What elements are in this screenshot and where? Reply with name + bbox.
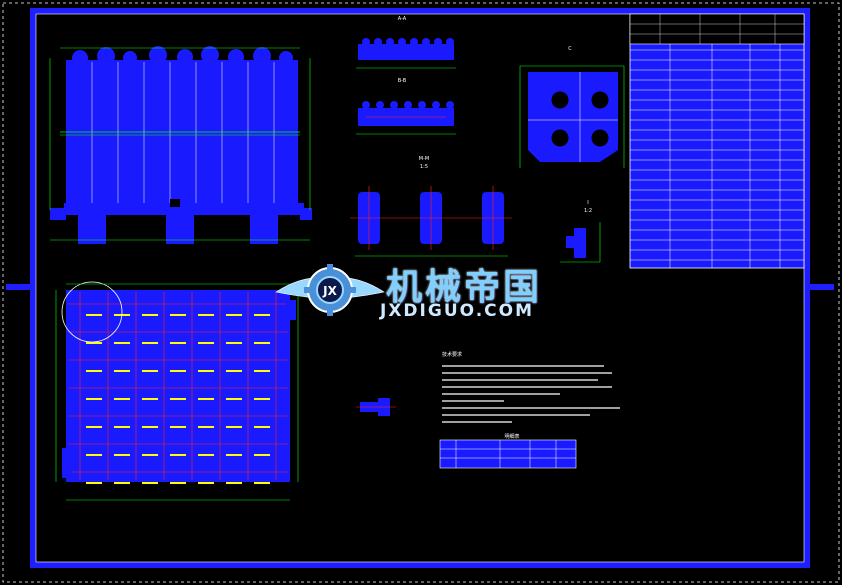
plan-hatch-mark	[86, 398, 102, 400]
plan-hatch-mark	[254, 342, 270, 344]
plan-hatch-mark	[226, 398, 242, 400]
plan-hatch-mark	[142, 342, 158, 344]
plan-hatch-mark	[254, 314, 270, 316]
plan-hatch-mark	[254, 398, 270, 400]
front-view	[49, 46, 312, 244]
plan-hatch-mark	[226, 342, 242, 344]
plan-hatch-mark	[86, 370, 102, 372]
title-block	[629, 13, 805, 269]
section-view-b: B-B	[356, 78, 456, 135]
plan-hatch-mark	[142, 482, 158, 484]
bolt-detail	[356, 398, 396, 416]
plan-hatch-mark	[226, 314, 242, 316]
plan-hatch-mark	[142, 454, 158, 456]
plan-hatch-mark	[226, 454, 242, 456]
plan-hatch-mark	[198, 398, 214, 400]
plan-hatch-mark	[170, 426, 186, 428]
plan-hatch-mark	[114, 482, 130, 484]
plan-hatch-mark	[254, 482, 270, 484]
plan-hatch-mark	[226, 370, 242, 372]
gear-icon	[304, 264, 356, 316]
side-markers	[6, 284, 834, 290]
plan-hatch-mark	[254, 454, 270, 456]
detail-i-scale: 1:2	[584, 208, 592, 214]
plan-hatch-mark	[170, 454, 186, 456]
detail-view-i: I 1:2	[560, 200, 601, 263]
svg-text:JX: JX	[322, 284, 337, 298]
plan-hatch-mark	[114, 398, 130, 400]
section-m-scale: 1:5	[420, 164, 428, 170]
plan-hatch-mark	[198, 370, 214, 372]
plan-hatch-mark	[170, 482, 186, 484]
plan-hatch-mark	[86, 454, 102, 456]
notes-heading: 技术要求	[442, 351, 462, 358]
plan-hatch-mark	[114, 370, 130, 372]
plan-hatch-mark	[142, 398, 158, 400]
section-b-label: B-B	[398, 78, 407, 84]
drawing-frame	[30, 8, 810, 568]
plan-hatch-mark	[86, 342, 102, 344]
plan-hatch-mark	[226, 426, 242, 428]
plan-hatch-mark	[198, 454, 214, 456]
plan-hatch-mark	[198, 482, 214, 484]
technical-notes: 技术要求	[442, 351, 620, 423]
plan-hatch-mark	[226, 482, 242, 484]
plan-hatch-mark	[198, 426, 214, 428]
plan-hatch-mark	[142, 314, 158, 316]
plan-hatch-mark	[86, 314, 102, 316]
watermark-english: JXDIGUO.COM	[380, 301, 535, 321]
plan-hatch-mark	[114, 426, 130, 428]
view-c-label: C	[568, 46, 572, 52]
view-c: C	[519, 46, 625, 168]
plan-view	[55, 281, 299, 501]
plan-hatch-mark	[142, 426, 158, 428]
parts-table: 明细表	[439, 433, 577, 469]
watermark-emblem: JX	[275, 264, 385, 316]
watermark-chinese: 机械帝国	[386, 267, 543, 308]
detail-i-label: I	[587, 200, 588, 206]
plan-hatch-mark	[170, 314, 186, 316]
plan-hatch-mark	[198, 342, 214, 344]
section-m-label: M-M	[419, 156, 429, 162]
plan-hatch-mark	[254, 370, 270, 372]
section-a-label: A-A	[398, 16, 407, 22]
plan-hatch-mark	[170, 370, 186, 372]
plan-hatch-mark	[86, 482, 102, 484]
plan-hatch-mark	[142, 370, 158, 372]
section-view-a: A-A	[356, 16, 456, 69]
plan-hatch-mark	[86, 426, 102, 428]
table-heading: 明细表	[504, 433, 519, 440]
plan-hatch-mark	[170, 398, 186, 400]
plan-hatch-mark	[198, 314, 214, 316]
plan-hatch-mark	[114, 454, 130, 456]
plan-hatch-mark	[170, 342, 186, 344]
section-view-m: M-M 1:5	[350, 156, 512, 257]
plan-hatch-mark	[114, 342, 130, 344]
plan-hatch-mark	[254, 426, 270, 428]
